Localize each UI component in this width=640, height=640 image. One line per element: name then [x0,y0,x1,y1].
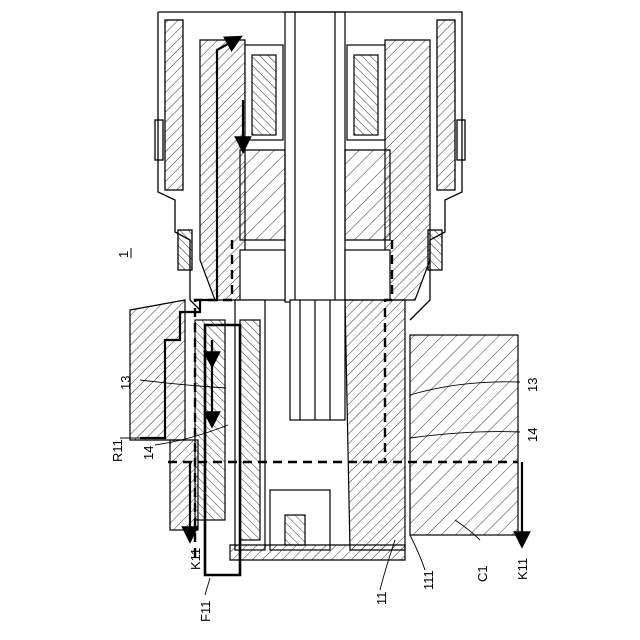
label-r11: R11 [110,439,125,462]
label-14-right: 14 [525,428,540,442]
label-13-right: 13 [525,378,540,392]
label-ref-1: 1 [116,251,131,258]
left-housing [130,300,225,530]
label-111: 111 [421,570,436,590]
label-k11-right: K11 [515,558,530,580]
inner-body [230,250,405,560]
label-14-left: 14 [141,446,156,460]
label-c1: C1 [475,565,490,582]
label-f11: F11 [198,601,213,622]
central-shaft [285,12,345,302]
label-k11-left: K11 [188,548,203,570]
label-11: 11 [374,592,389,606]
right-housing-c1 [410,335,518,535]
label-13-left: 13 [118,376,133,390]
